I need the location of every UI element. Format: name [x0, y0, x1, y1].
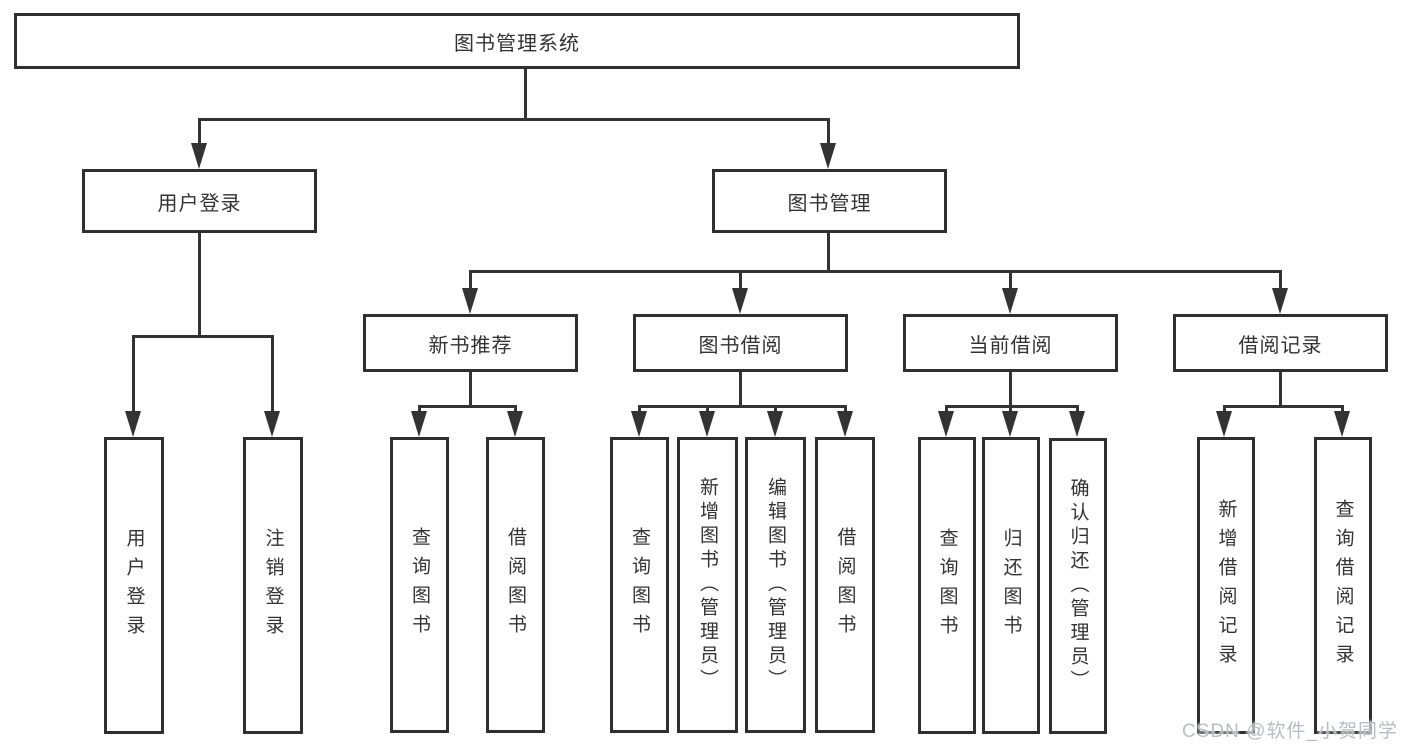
- leaf-logout: 注销登录: [243, 437, 303, 734]
- node-root-label: 图书管理系统: [454, 32, 580, 55]
- line: [514, 405, 517, 414]
- leaf-user-login: 用户登录: [104, 437, 164, 734]
- arrowhead: [938, 411, 954, 437]
- leaf-label: 查询图书: [936, 527, 958, 644]
- line: [1076, 405, 1079, 414]
- node-book-management-label: 图书管理: [787, 192, 872, 215]
- line: [1223, 405, 1344, 408]
- leaf-records-query-record: 查询借阅记录: [1314, 437, 1372, 734]
- leaf-borrowing-query-books: 查询图书: [610, 437, 669, 733]
- line: [945, 405, 948, 414]
- line: [198, 118, 201, 145]
- line: [739, 270, 742, 290]
- line: [1223, 405, 1226, 414]
- node-book-borrowing-label: 图书借阅: [698, 334, 783, 357]
- leaf-label: 借阅图书: [505, 527, 526, 643]
- arrowhead: [631, 411, 647, 437]
- arrowhead: [1272, 288, 1288, 314]
- leaf-records-add-record: 新增借阅记录: [1197, 437, 1255, 734]
- line: [827, 118, 830, 145]
- node-current-borrowing: 当前借阅: [903, 314, 1118, 372]
- arrowhead: [462, 288, 478, 314]
- arrowhead: [699, 411, 715, 437]
- node-current-borrowing-label: 当前借阅: [968, 334, 1053, 357]
- leaf-recommend-borrow-books: 借阅图书: [486, 437, 545, 733]
- line: [945, 405, 1079, 408]
- csdn-watermark: CSDN @软件_小贺同学: [1182, 721, 1398, 742]
- line: [1009, 405, 1012, 414]
- line: [132, 335, 135, 413]
- line: [706, 405, 709, 414]
- line: [418, 405, 517, 408]
- line: [198, 233, 201, 335]
- line: [132, 335, 274, 338]
- leaf-borrowing-borrow-books: 借阅图书: [815, 437, 875, 733]
- leaf-current-confirm-return-admin: 确认归还（管理员）: [1049, 438, 1107, 734]
- line: [1279, 372, 1282, 405]
- arrowhead: [732, 288, 748, 314]
- arrowhead: [767, 411, 783, 437]
- leaf-label: 查询借阅记录: [1332, 498, 1354, 673]
- line: [271, 335, 274, 413]
- arrowhead: [1002, 411, 1018, 437]
- arrowhead: [411, 411, 427, 437]
- arrowhead: [191, 143, 207, 169]
- leaf-borrowing-edit-books-admin: 编辑图书（管理员）: [745, 437, 806, 733]
- line: [739, 372, 742, 405]
- line: [418, 405, 421, 414]
- leaf-label: 借阅图书: [834, 527, 856, 643]
- line: [827, 233, 830, 270]
- leaf-user-login-label: 用户登录: [123, 527, 145, 644]
- line: [1341, 405, 1344, 414]
- line: [1009, 270, 1012, 290]
- leaf-current-return-books: 归还图书: [982, 437, 1040, 734]
- arrowhead: [837, 411, 853, 437]
- node-user-login-label: 用户登录: [157, 192, 242, 215]
- leaf-label: 归还图书: [1000, 527, 1022, 644]
- arrowhead: [1216, 411, 1232, 437]
- leaf-label: 查询图书: [409, 527, 430, 643]
- arrowhead: [820, 143, 836, 169]
- leaf-label: 新增借阅记录: [1215, 498, 1237, 673]
- line: [844, 405, 847, 414]
- node-borrowing-records: 借阅记录: [1173, 314, 1388, 372]
- line: [469, 270, 1282, 273]
- node-borrowing-records-label: 借阅记录: [1238, 334, 1323, 357]
- leaf-label: 新增图书（管理员）: [697, 477, 718, 693]
- arrowhead: [507, 411, 523, 437]
- line: [1009, 372, 1012, 405]
- arrowhead: [1334, 411, 1350, 437]
- line: [198, 118, 830, 121]
- node-book-management: 图书管理: [712, 169, 947, 233]
- node-user-login: 用户登录: [82, 169, 317, 233]
- arrowhead: [125, 411, 141, 437]
- arrowhead: [264, 411, 280, 437]
- line: [638, 405, 847, 408]
- line: [524, 69, 527, 118]
- line: [774, 405, 777, 414]
- arrowhead: [1069, 411, 1085, 437]
- arrowhead: [1002, 288, 1018, 314]
- line: [1279, 270, 1282, 290]
- line: [638, 405, 641, 414]
- node-root-system: 图书管理系统: [14, 13, 1020, 69]
- node-new-book-recommend-label: 新书推荐: [428, 334, 513, 357]
- node-new-book-recommend: 新书推荐: [363, 314, 578, 372]
- line: [469, 372, 472, 405]
- line: [469, 270, 472, 290]
- node-book-borrowing: 图书借阅: [633, 314, 848, 372]
- leaf-label: 查询图书: [629, 527, 650, 643]
- leaf-recommend-query-books: 查询图书: [390, 437, 449, 733]
- leaf-logout-label: 注销登录: [262, 527, 284, 644]
- leaf-label: 编辑图书（管理员）: [765, 477, 786, 693]
- leaf-current-query-books: 查询图书: [918, 437, 976, 734]
- leaf-label: 确认归还（管理员）: [1067, 478, 1089, 694]
- leaf-borrowing-add-books-admin: 新增图书（管理员）: [677, 437, 738, 733]
